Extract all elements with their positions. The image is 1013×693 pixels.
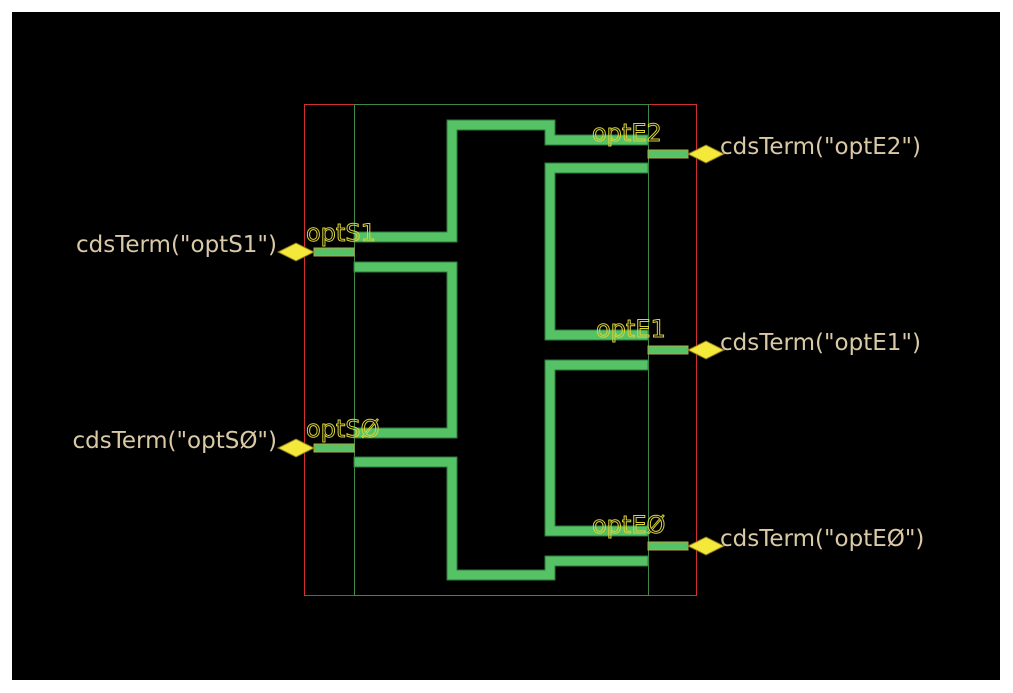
- pin-marker-optS0-icon[interactable]: [276, 438, 316, 458]
- layout-canvas[interactable]: optS1 optSØ optE2 optE1 optEØ cdsTerm("o…: [12, 12, 1000, 680]
- pin-label-optE0: optEØ: [592, 511, 665, 539]
- pin-label-optE1: optE1: [596, 315, 666, 343]
- pin-markers: [276, 144, 726, 556]
- pin-marker-optE0-icon[interactable]: [686, 536, 726, 556]
- waveguide-e1-e0-loop: [544, 359, 649, 537]
- waveguide-network: [353, 119, 649, 581]
- pin-stub-optE1: [647, 345, 689, 355]
- term-label-optE2: cdsTerm("optE2"): [720, 134, 921, 160]
- waveguide-s0-lower: [353, 456, 649, 581]
- pin-label-optS0: optSØ: [306, 415, 379, 443]
- term-label-optE0: cdsTerm("optEØ"): [720, 526, 924, 552]
- pin-label-optE2: optE2: [592, 119, 662, 147]
- term-label-optE1: cdsTerm("optE1"): [720, 330, 921, 356]
- pin-stub-optE2: [647, 149, 689, 159]
- waveguide-s1-lower: [353, 261, 458, 439]
- pin-label-optS1: optS1: [306, 219, 376, 247]
- pin-marker-optS1-icon[interactable]: [276, 242, 316, 262]
- term-label-optS1: cdsTerm("optS1"): [76, 232, 277, 258]
- waveguide-e2-e1-loop: [544, 162, 649, 341]
- pin-marker-optE2-icon[interactable]: [686, 144, 726, 164]
- layout-drawing[interactable]: optS1 optSØ optE2 optE1 optEØ cdsTerm("o…: [12, 12, 1000, 680]
- pin-stub-optS1: [313, 247, 355, 257]
- term-label-optS0: cdsTerm("optSØ"): [73, 428, 277, 454]
- pin-stub-optE0: [647, 541, 689, 551]
- pin-stub-optS0: [313, 443, 355, 453]
- pin-marker-optE1-icon[interactable]: [686, 340, 726, 360]
- waveguide-s1-upper: [353, 119, 649, 243]
- pin-stubs: [313, 149, 689, 551]
